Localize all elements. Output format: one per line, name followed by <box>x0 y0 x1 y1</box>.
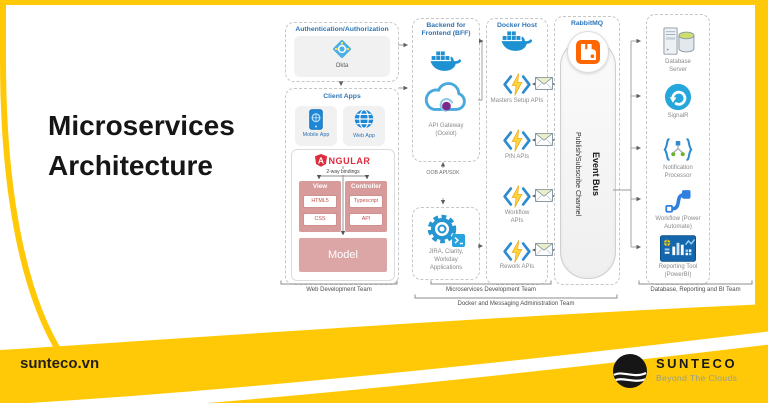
rabbitmq-box: RabbitMQ Publish/Subscribe Channel Event… <box>554 16 620 285</box>
view-item-html5: HTML5 <box>303 195 337 208</box>
angular-view-box: View HTML5 CSS <box>299 181 341 232</box>
api-gateway-label: API Gateway (Ocelot) <box>428 123 464 137</box>
website-url: sunteco.vn <box>20 355 100 372</box>
bff-box: Backend for Frontend (BFF) API Gateway (… <box>412 18 480 162</box>
powerbi-label: Reporting Tool (PowerBI) <box>658 264 698 278</box>
auth-title: Authentication/Authorization <box>295 26 389 33</box>
docker-host-title: Docker Host <box>496 22 538 29</box>
model-label: Model <box>328 249 358 261</box>
page-title-line1: Microservices <box>48 110 235 141</box>
auth-box: Authentication/Authorization Okta <box>285 22 399 82</box>
power-automate-icon <box>665 190 691 213</box>
api-icon-masters <box>502 73 532 96</box>
external-apps-label: JIRA, Clarity, Workday Applications <box>428 249 464 271</box>
pubsub-channel-label: Publish/Subscribe Channel <box>574 132 581 217</box>
api-label-pin: PIN APIs <box>504 154 529 160</box>
signalr-label: SignalR <box>667 113 689 119</box>
client-apps-box: Client Apps Mobile App Web App <box>285 88 399 285</box>
api-label-workflow: Workflow APIs <box>504 210 530 224</box>
envelope-icon-pin <box>535 133 553 146</box>
client-apps-title: Client Apps <box>323 93 361 100</box>
gears-icon <box>427 214 465 247</box>
oob-api-sdk-label: OOB API/SDK <box>424 170 462 177</box>
team-database-reporting-bi: Database, Reporting and BI Team <box>650 287 741 293</box>
envelope-icon-workflow <box>535 189 553 202</box>
angular-logo-letter: A <box>318 155 324 165</box>
docker-host-icon <box>501 31 533 54</box>
view-title: View <box>312 183 328 190</box>
angular-controller-box: Controller Typescript API <box>345 181 387 232</box>
mobile-app-label: Mobile App <box>302 132 330 138</box>
two-way-bindings-label: 2-way bindings <box>318 169 368 175</box>
view-item-css: CSS <box>303 213 337 226</box>
page-title: Microservices Architecture <box>48 106 235 186</box>
sunteco-logo-icon <box>613 354 647 388</box>
web-app-icon <box>354 109 374 129</box>
bff-title: Backend for Frontend (BFF) <box>421 22 471 37</box>
angular-logo-rest: NGULAR <box>328 155 371 166</box>
angular-model-box: Model <box>299 238 387 272</box>
team-microservices-development: Microservices Development Team <box>446 287 536 293</box>
database-server-label: Database Server <box>665 59 691 73</box>
okta-label: Okta <box>335 63 349 69</box>
controller-item-typescript: Typescript <box>349 195 383 208</box>
database-server-icon <box>663 27 695 55</box>
angular-connector-lines <box>316 166 370 236</box>
angular-shield-icon: A <box>315 154 328 167</box>
external-apps-box: JIRA, Clarity, Workday Applications <box>412 207 480 280</box>
api-icon-pin <box>502 129 532 152</box>
envelope-icon-masters <box>535 77 553 90</box>
api-icon-workflow <box>502 185 532 208</box>
brand-tagline: Beyond The Clouds <box>656 373 738 383</box>
api-icon-rework <box>502 240 532 263</box>
event-bus-label: Event Bus <box>591 152 601 197</box>
docker-host-box: Docker Host Masters Setup APIs PIN APIs … <box>486 18 548 285</box>
rabbitmq-badge <box>567 31 609 73</box>
envelope-icon-rework <box>535 243 553 256</box>
okta-icon <box>333 40 351 58</box>
powerbi-icon <box>660 235 696 262</box>
rabbitmq-icon <box>576 40 600 64</box>
event-bus-capsule <box>560 39 616 279</box>
api-label-masters: Masters Setup APIs <box>490 98 544 104</box>
mobile-app-icon <box>309 109 323 130</box>
team-docker-messaging-admin: Docker and Messaging Administration Team <box>457 301 575 307</box>
controller-item-api: API <box>349 213 383 226</box>
brand-name: SUNTECO <box>656 356 738 371</box>
controller-title: Controller <box>350 183 382 190</box>
page-title-line2: Architecture <box>48 150 213 181</box>
mobile-app-card: Mobile App <box>295 106 337 146</box>
signalr-icon <box>664 83 692 111</box>
bff-docker-icon <box>430 51 462 74</box>
api-label-rework: Rework APIs <box>499 264 535 270</box>
angular-card: A NGULAR 2-way bindings View HTML5 CSS C… <box>291 149 395 281</box>
team-web-development: Web Development Team <box>306 287 372 293</box>
api-gateway-cloud-icon <box>424 82 466 112</box>
okta-card: Okta <box>294 36 390 77</box>
web-app-card: Web App <box>343 106 385 146</box>
notification-processor-label: Notification Processor <box>663 165 693 179</box>
angular-logo: A NGULAR <box>292 154 394 167</box>
notification-processor-icon <box>663 138 693 161</box>
power-automate-label: Workflow (Power Automate) <box>655 216 701 230</box>
rabbitmq-title: RabbitMQ <box>570 20 604 27</box>
web-app-label: Web App <box>353 133 375 139</box>
services-box: Database Server SignalR Notification Pro… <box>646 14 710 285</box>
